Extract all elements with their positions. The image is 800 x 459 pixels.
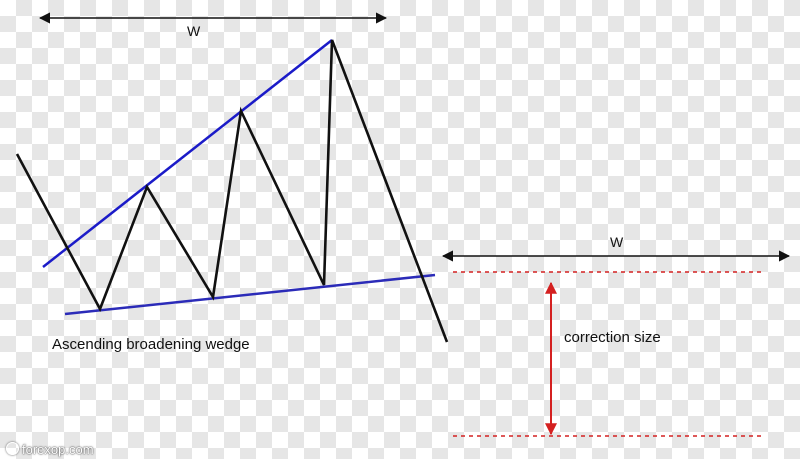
globe-icon (6, 442, 19, 455)
watermark-text: forexop.com (22, 442, 94, 457)
upper-trendline (42, 39, 333, 268)
watermark: forexop.com (6, 442, 94, 457)
right-width-label: W (610, 234, 624, 250)
top-width-label: W (187, 23, 201, 39)
lower-trendline (64, 273, 436, 316)
pattern-caption: Ascending broadening wedge (52, 336, 250, 353)
correction-size-label: correction size (564, 329, 661, 346)
price-zigzag-line (15, 39, 449, 343)
